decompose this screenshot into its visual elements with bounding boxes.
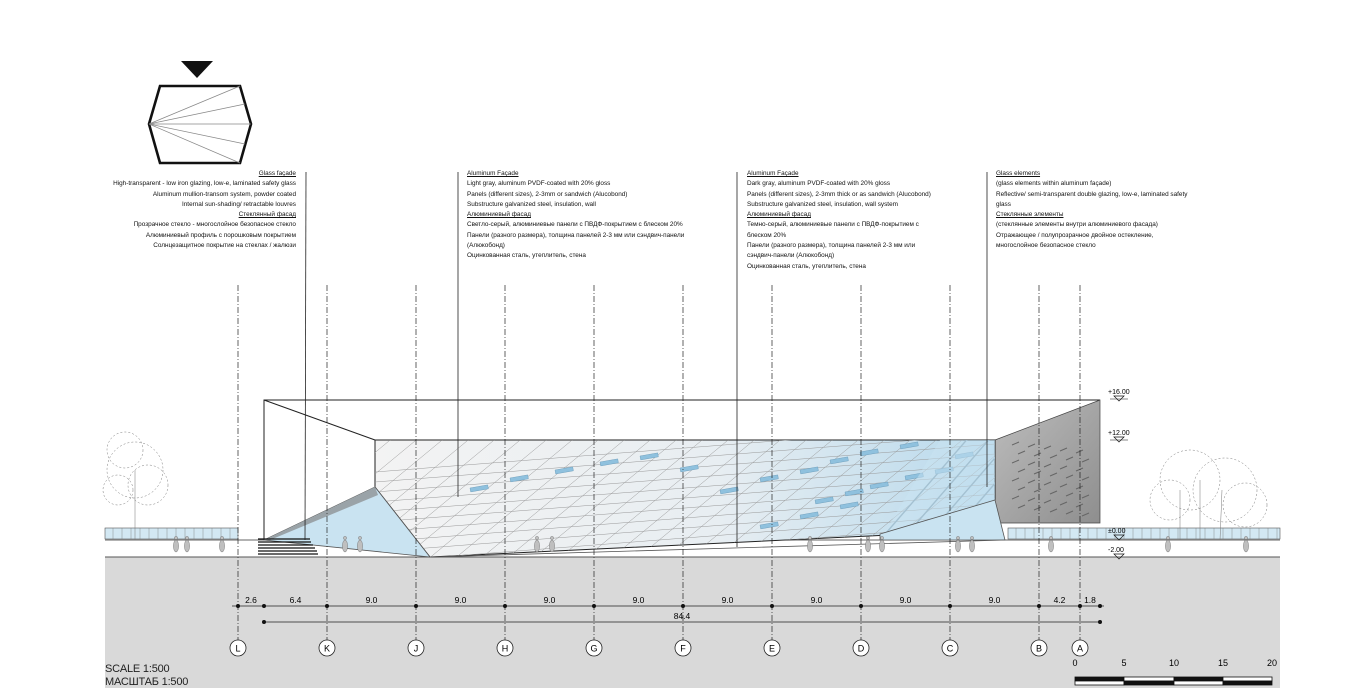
tree-right — [1149, 449, 1268, 541]
level-marker-12: +12.00 — [1108, 430, 1130, 443]
dimension-label: 9.0 — [722, 595, 734, 605]
people-figures — [173, 536, 1249, 553]
grid-axis-label: D — [858, 644, 865, 654]
svg-text:-2.00: -2.00 — [1108, 547, 1124, 554]
grid-axis-label: J — [414, 644, 419, 654]
grid-axis-label: H — [502, 644, 509, 654]
site-fence-left — [104, 527, 239, 540]
grid-axis-label: L — [235, 644, 240, 654]
entrance-stairs — [258, 538, 318, 555]
scale-tick-label: 0 — [1072, 658, 1077, 668]
light-aluminum-facade — [374, 439, 996, 558]
scale-bar: 0 5 10 15 20 — [1072, 658, 1277, 686]
grid-axis-label: A — [1077, 644, 1083, 654]
svg-text:±0.00: ±0.00 — [1108, 528, 1126, 535]
dimension-label: 2.6 — [245, 595, 257, 605]
grid-axis-label: F — [680, 644, 686, 654]
level-marker-16: +16.00 — [1108, 389, 1130, 402]
dimension-label: 9.0 — [900, 595, 912, 605]
grid-axis-label: E — [769, 644, 775, 654]
dimension-total: 84.4 — [674, 611, 691, 621]
svg-text:+12.00: +12.00 — [1108, 430, 1130, 437]
grid-axis-label: C — [947, 644, 954, 654]
site-fence-right — [1007, 527, 1281, 540]
scale-label-en: SCALE 1:500 — [105, 663, 170, 675]
scale-tick-label: 20 — [1267, 658, 1277, 668]
dimension-label: 9.0 — [633, 595, 645, 605]
dimension-label: 9.0 — [544, 595, 556, 605]
dimension-label: 9.0 — [366, 595, 378, 605]
note-aluminum-light: Aluminum Façade Light gray, aluminum PVD… — [467, 170, 685, 260]
dimension-label: 6.4 — [290, 595, 302, 605]
tree-left — [102, 431, 169, 540]
scale-tick-label: 15 — [1218, 658, 1228, 668]
grid-axis-label: B — [1036, 644, 1042, 654]
note-glass-facade: Glass façade High-transparent - low iron… — [113, 170, 296, 250]
level-marker-0: ±0.00 — [1108, 528, 1126, 541]
dimension-chain: 2.6 6.4 9.0 9.0 9.0 9.0 9.0 9.0 9.0 9.0 4.2 1.8 84.4 — [232, 595, 1104, 624]
level-marker-minus-2: -2.00 — [1108, 547, 1125, 560]
note-aluminum-dark: Aluminum Façade Dark gray, aluminum PVDF… — [747, 170, 931, 270]
building-elevation — [258, 399, 1101, 558]
ground — [105, 557, 1280, 688]
dimension-label: 4.2 — [1054, 595, 1066, 605]
dimension-label: 1.8 — [1084, 595, 1096, 605]
scale-tick-label: 10 — [1169, 658, 1179, 668]
grid-axis-label: K — [324, 644, 330, 654]
scale-tick-label: 5 — [1121, 658, 1126, 668]
grid-axis-label: G — [590, 644, 597, 654]
dimension-label: 9.0 — [455, 595, 467, 605]
dimension-label: 9.0 — [811, 595, 823, 605]
scale-label-ru: МАСШТАБ 1:500 — [105, 676, 189, 688]
note-glass-elements: Glass elements (glass elements within al… — [996, 170, 1188, 250]
svg-text:+16.00: +16.00 — [1108, 389, 1130, 396]
orientation-key-icon — [147, 61, 253, 165]
dimension-label: 9.0 — [989, 595, 1001, 605]
